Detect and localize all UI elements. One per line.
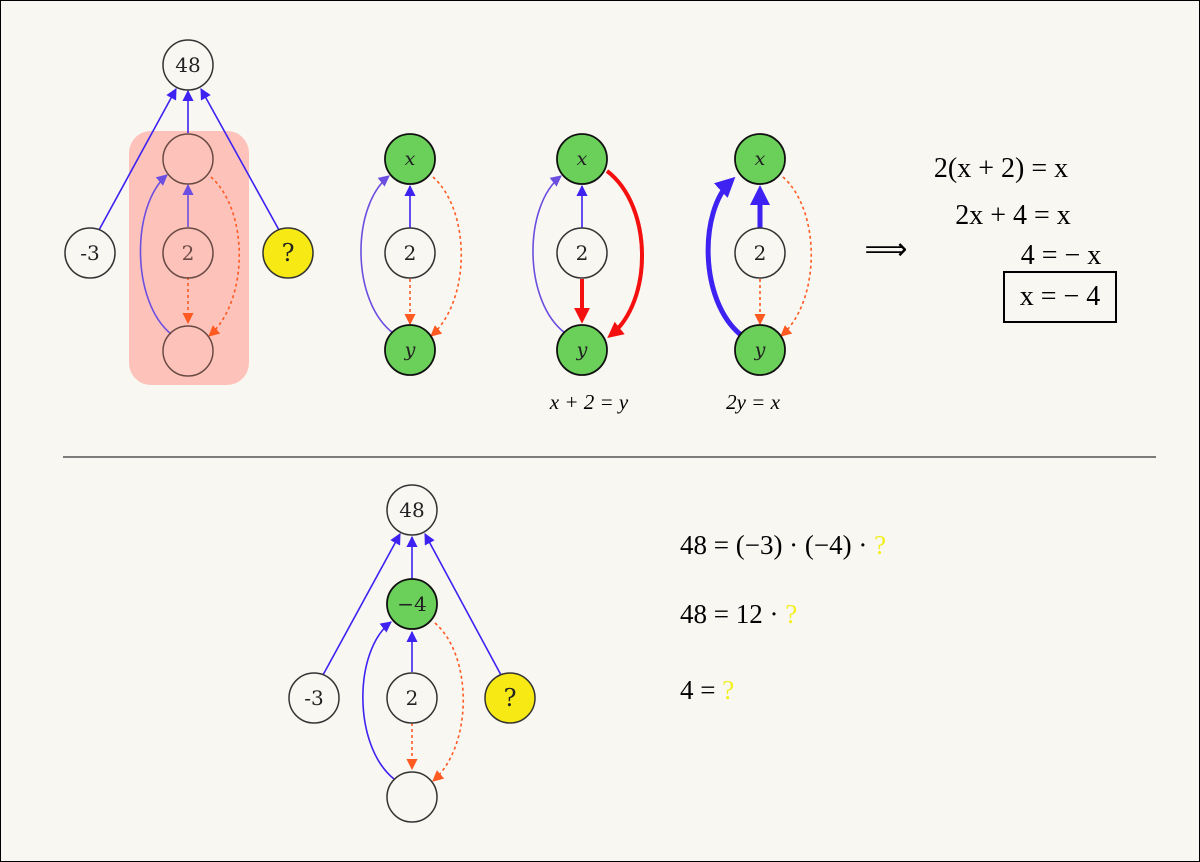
node-bottom-middle [386,672,438,724]
node-b-bottom-label: y [576,339,588,361]
node-middle [162,227,214,279]
node-upper [162,133,214,185]
node-bottom-right-label: ? [504,684,517,712]
edge-bottom-right-to-root [424,533,502,676]
node-bottom-root-label: 48 [399,498,424,522]
edge-a-top-to-bottom-dotted [430,176,463,337]
edge-b-bottom-to-top-curve [532,175,566,334]
graph-c-caption: 2y = x [726,390,780,414]
node-bottom-left-label: -3 [304,686,323,710]
node-bottom-root [386,484,438,536]
edge-c-bottom-to-top-bold [705,176,743,337]
node-b-middle [556,227,608,279]
graph-a: x 2 y [360,133,463,376]
node-bottom-middle-label: 2 [406,686,419,710]
node-c-top-label: x [755,148,766,170]
edge-a-bottom-to-top-curve [360,175,394,334]
top-equations: 2(x + 2) = x 2x + 4 = x 4 = − x x = − 4 [934,153,1117,323]
bottom-graph: 48 −4 -3 2 ? [288,484,536,823]
equation-3: 4 = − x [1021,240,1102,271]
graph-c: x 2 y 2y = x [705,133,813,414]
edge-bottom-lower-to-solved-curve [362,621,395,780]
edge-c-top-to-bottom-dotted [780,176,813,337]
answer-box [1003,271,1117,323]
equation-4-answer: x = − 4 [1020,281,1101,312]
node-b-middle-label: 2 [576,241,589,265]
edge-right-to-root [200,88,280,231]
node-right-label: ? [282,239,295,267]
graph-b-caption: x + 2 = y [549,390,629,414]
node-c-middle-label: 2 [754,241,767,265]
node-bottom-lower [386,771,438,823]
node-b-bottom [556,324,608,376]
node-a-bottom-label: y [404,339,416,361]
node-middle-label: 2 [182,241,195,265]
node-left-label: -3 [80,241,99,265]
node-a-bottom [384,324,436,376]
edge-lower-to-upper-curve [139,174,172,335]
node-c-bottom-label: y [754,339,766,361]
equation-1: 2(x + 2) = x [934,153,1068,184]
bottom-equations: 48 = (−3) · (−4) · ? 48 = 12 · ? 4 = ? [680,530,886,705]
node-b-top-label: x [577,148,588,170]
node-bottom-right-unknown [484,672,536,724]
edge-upper-to-lower-dotted [208,176,241,337]
node-a-top [384,133,436,185]
node-left [64,227,116,279]
edge-b-top-to-bottom-bold [605,169,644,339]
edge-bottom-left-to-root [322,533,401,676]
node-lower [162,325,214,377]
node-a-top-label: x [405,148,416,170]
bottom-equation-1: 48 = (−3) · (−4) · ? [680,530,886,560]
node-b-top [556,133,608,185]
bottom-equation-2: 48 = 12 · ? [680,599,797,629]
graph-b: x 2 y x + 2 = y [532,133,644,414]
edge-bottom-solved-to-lower-dotted [432,622,465,782]
node-root [162,39,214,91]
top-main-graph: 48 -3 2 ? [64,39,314,385]
equation-2: 2x + 4 = x [955,200,1071,231]
node-c-bottom [734,324,786,376]
node-c-middle [734,227,786,279]
edge-left-to-root [98,88,177,231]
implies-arrow: ⟹ [864,232,907,267]
node-bottom-solved [386,578,438,630]
node-bottom-solved-label: −4 [397,592,426,616]
node-a-middle-label: 2 [404,241,417,265]
node-root-label: 48 [175,53,200,77]
node-bottom-left [288,672,340,724]
node-c-top [734,133,786,185]
node-a-middle [384,227,436,279]
node-right-unknown [262,227,314,279]
bottom-equation-3: 4 = ? [680,675,734,705]
